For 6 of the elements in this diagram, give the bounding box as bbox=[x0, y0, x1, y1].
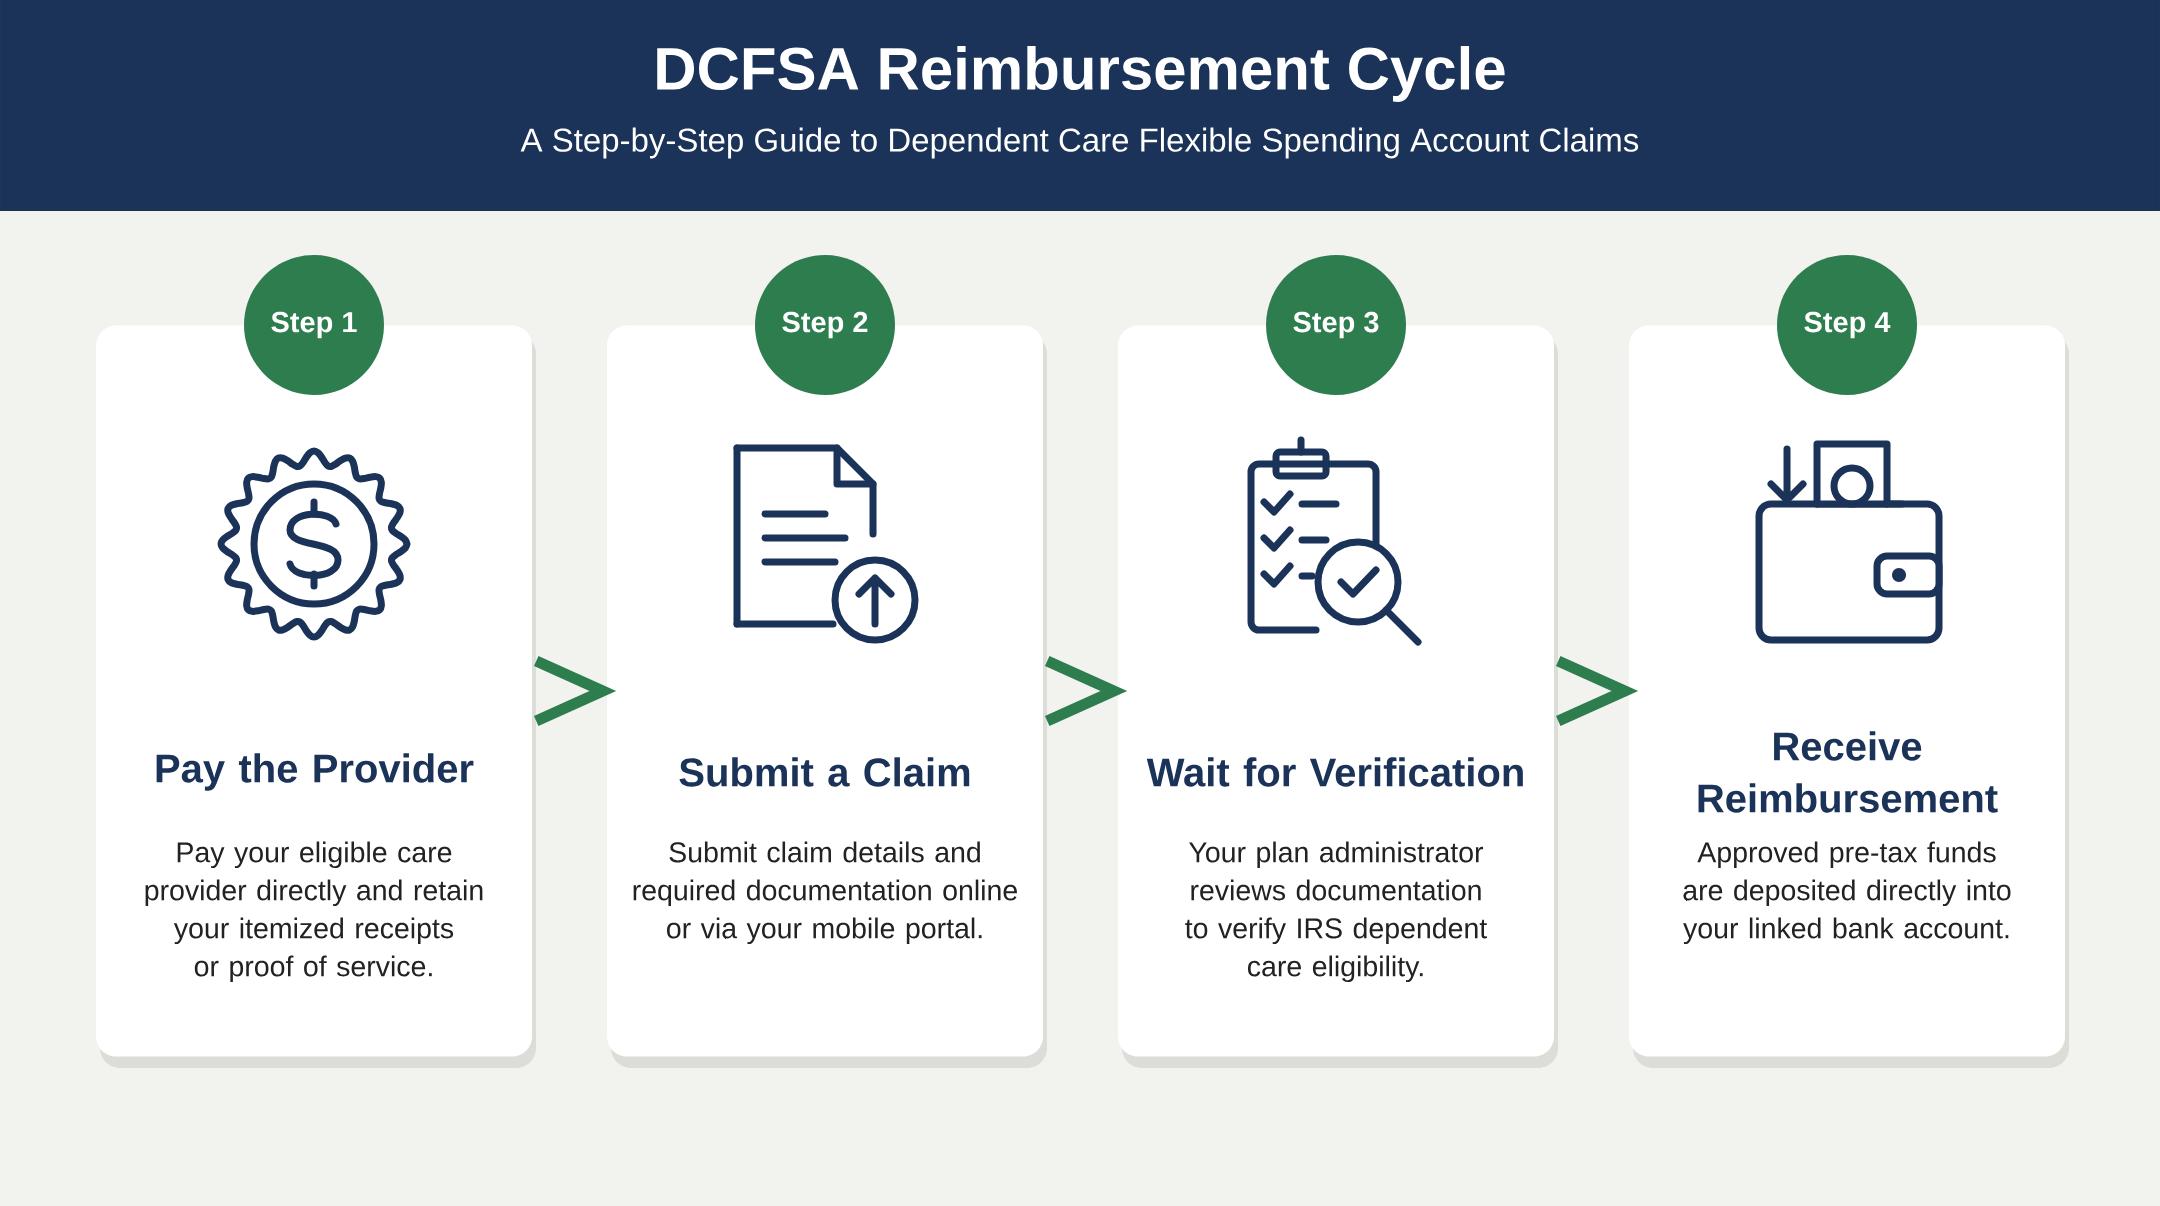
step-badge: Step 2 bbox=[755, 255, 895, 395]
title: DCFSA Reimbursement Cycle bbox=[657, 46, 1505, 102]
step-badge: Step 4 bbox=[1777, 255, 1917, 395]
step-badge: Step 1 bbox=[244, 255, 384, 395]
step-badge: Step 3 bbox=[1266, 255, 1406, 395]
subtitle: A Step-by-Step Guide to Dependent Care Flexible Spending Account Claims bbox=[520, 127, 1639, 159]
